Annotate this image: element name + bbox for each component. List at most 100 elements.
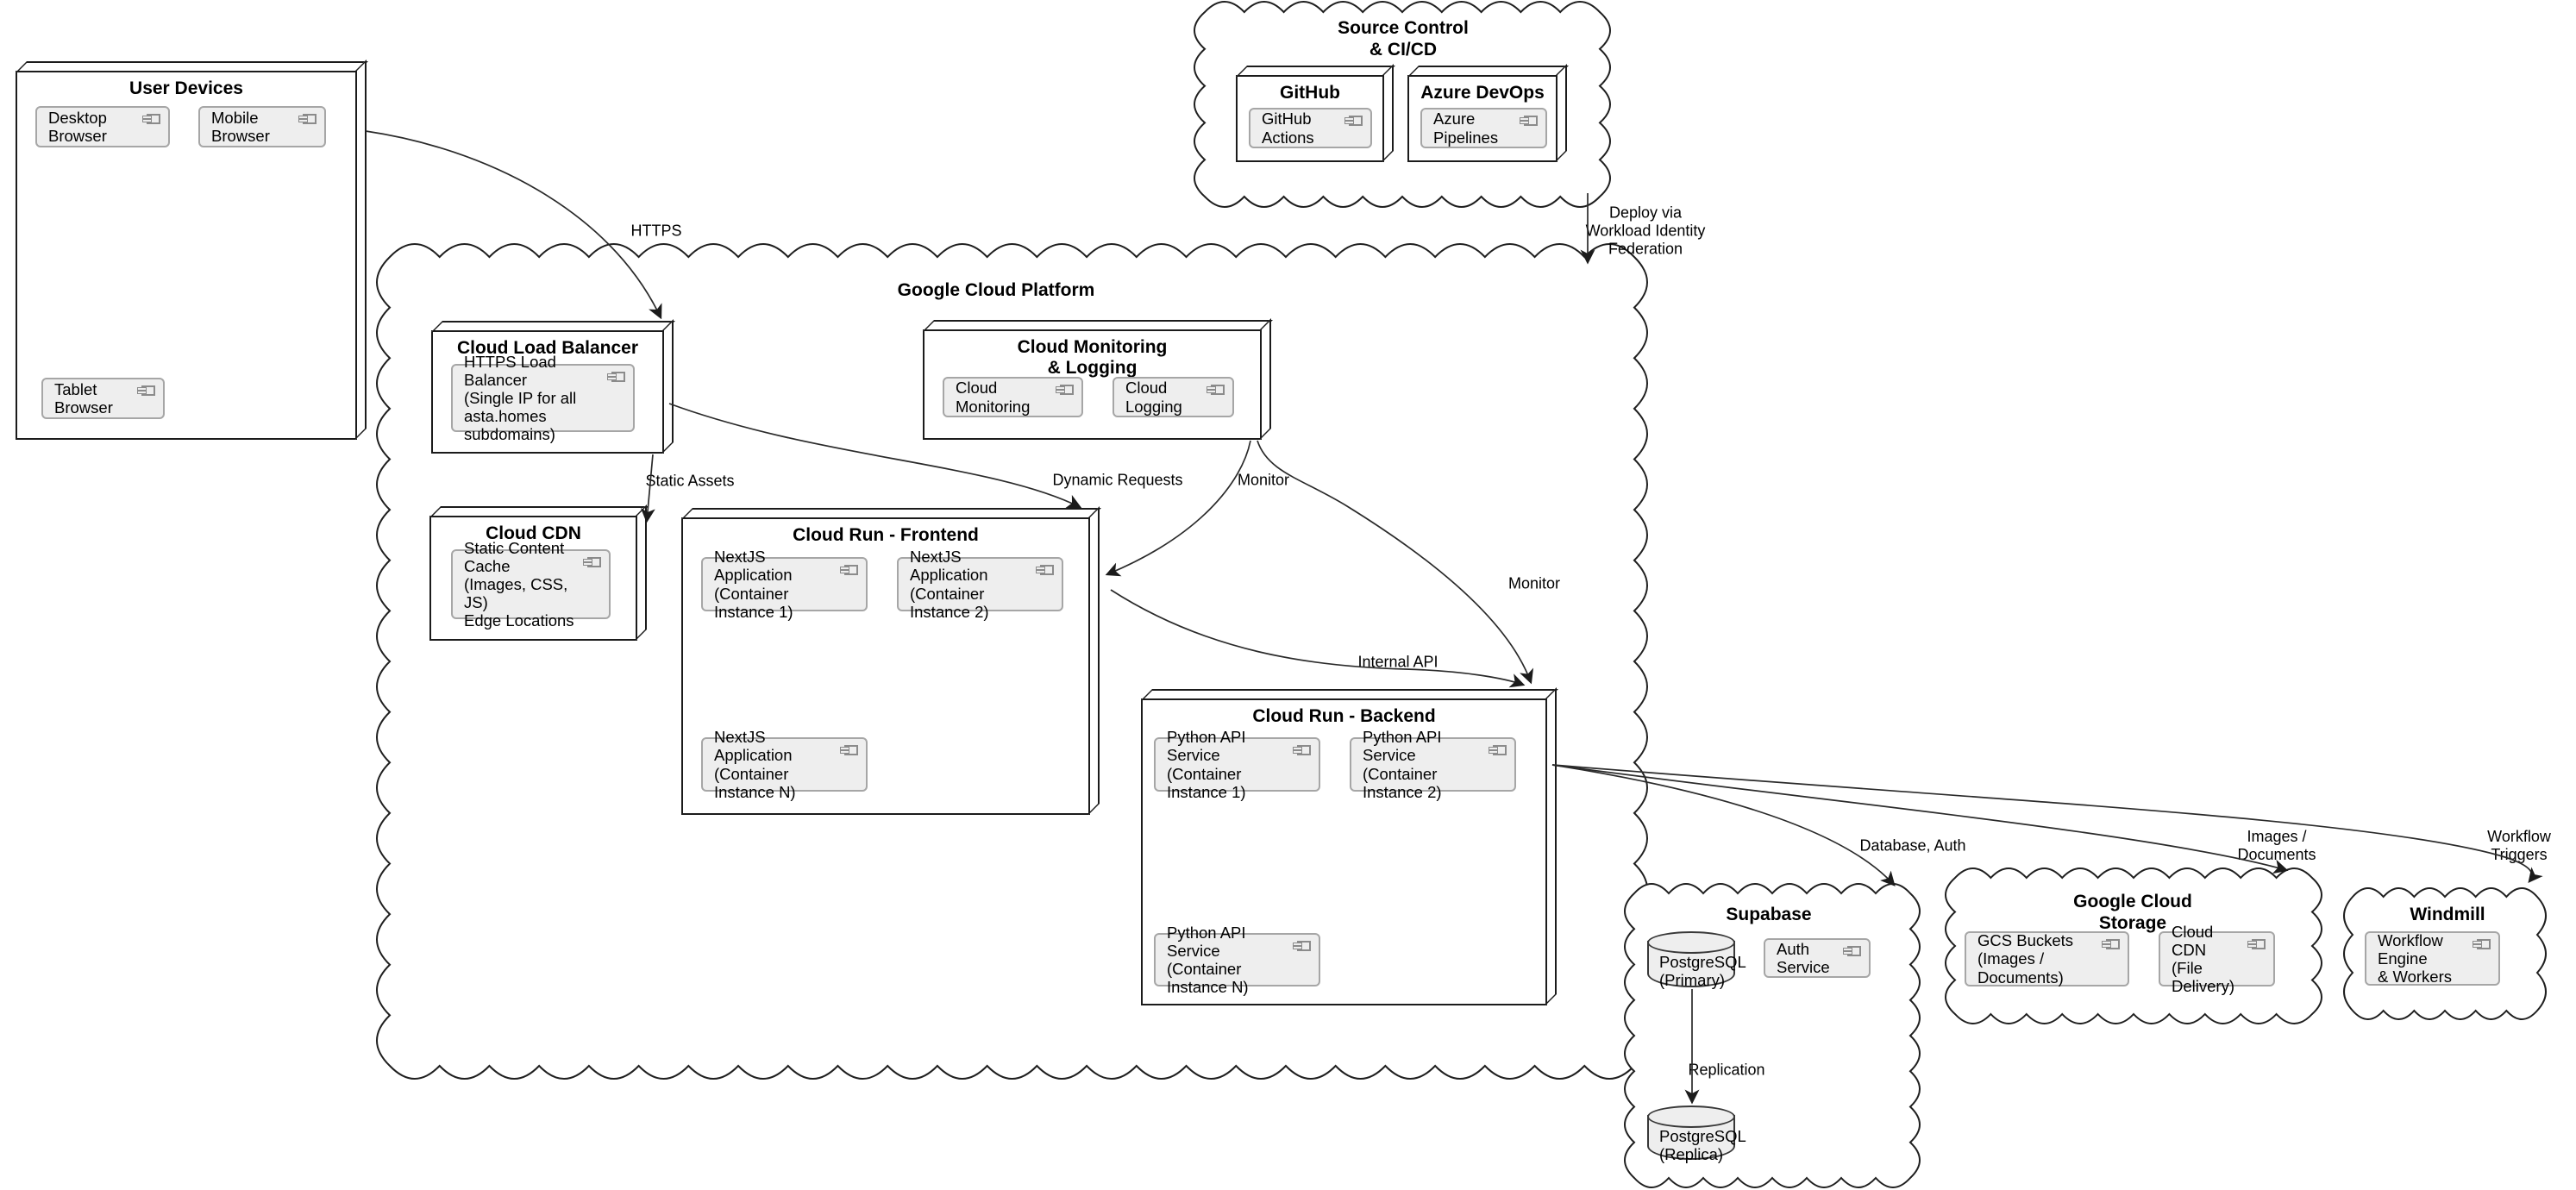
- edge-label-monitor-frontend: Monitor: [1237, 471, 1290, 489]
- component-nextjs-instance-1: NextJS Application (Container Instance 1…: [701, 548, 868, 621]
- gcs-cloud-title: Google Cloud Storage: [2073, 892, 2192, 934]
- edge-label-database-auth: Database, Auth: [1859, 836, 1966, 855]
- source-control-cloud-title: Source Control & CI/CD: [1338, 18, 1469, 60]
- component-label: Cloud Logging: [1125, 379, 1182, 416]
- supabase-cloud-title: Supabase: [1726, 905, 1812, 924]
- component-nextjs-instance-n: NextJS Application (Container Instance N…: [701, 728, 868, 801]
- component-icon: [607, 372, 625, 382]
- component-icon: [137, 385, 155, 396]
- component-icon: [583, 557, 601, 567]
- component-cloud-cdn-file-delivery: Cloud CDN (File Delivery): [2159, 923, 2275, 995]
- component-icon: [1293, 745, 1311, 755]
- component-github-actions: GitHub Actions: [1249, 108, 1372, 148]
- node-3d-top-face: [681, 508, 1101, 519]
- component-label: Cloud CDN (File Delivery): [2172, 922, 2234, 996]
- component-icon: [2247, 939, 2266, 949]
- gcp-cloud-title: Google Cloud Platform: [897, 280, 1095, 300]
- component-label: Python API Service (Container Instance 2…: [1363, 728, 1442, 801]
- node-title-cloud-cdn: Cloud CDN: [486, 523, 581, 543]
- component-cloud-logging: Cloud Logging: [1113, 377, 1234, 417]
- edge-label-deploy-wif: Deploy via Workload Identity Federation: [1585, 204, 1706, 258]
- component-icon: [1843, 946, 1861, 956]
- edge-label-static-assets: Static Assets: [645, 472, 735, 490]
- component-python-api-instance-2: Python API Service (Container Instance 2…: [1350, 728, 1516, 801]
- node-3d-right-face: [662, 319, 674, 454]
- component-cloud-monitoring: Cloud Monitoring: [943, 377, 1083, 417]
- node-3d-right-face: [1088, 506, 1100, 815]
- edge-label-images-documents: Images / Documents: [2237, 828, 2316, 863]
- component-nextjs-instance-2: NextJS Application (Container Instance 2…: [897, 548, 1063, 621]
- node-3d-top-face: [1407, 66, 1569, 77]
- component-label: Cloud Monitoring: [956, 379, 1031, 416]
- node-3d-right-face: [1382, 64, 1394, 162]
- node-3d-right-face: [1260, 318, 1271, 440]
- component-icon: [1489, 745, 1507, 755]
- component-icon: [1056, 385, 1074, 395]
- node-3d-top-face: [1141, 689, 1558, 700]
- component-icon: [2102, 939, 2120, 949]
- edge-label-internal-api: Internal API: [1357, 653, 1438, 671]
- node-3d-top-face: [1236, 66, 1395, 77]
- component-auth-service: Auth Service: [1764, 938, 1871, 978]
- component-desktop-browser: Desktop Browser: [35, 106, 170, 147]
- component-gcs-buckets: GCS Buckets (Images / Documents): [1965, 931, 2129, 986]
- component-static-content-cache: Static Content Cache (Images, CSS, JS) E…: [451, 539, 611, 629]
- node-3d-right-face: [1545, 687, 1557, 1005]
- component-icon: [1207, 385, 1225, 395]
- component-workflow-engine: Workflow Engine & Workers: [2365, 931, 2500, 986]
- component-label: Azure Pipelines: [1433, 110, 1499, 147]
- component-label: Mobile Browser: [211, 108, 270, 145]
- component-label: NextJS Application (Container Instance 1…: [714, 548, 793, 621]
- component-azure-pipelines: Azure Pipelines: [1420, 108, 1547, 148]
- component-icon: [142, 114, 160, 124]
- component-tablet-browser: Tablet Browser: [41, 378, 165, 419]
- component-label: Tablet Browser: [54, 379, 113, 416]
- node-title-cloud-run-backend: Cloud Run - Backend: [1252, 706, 1436, 726]
- node-title-cloud-monitoring-logging: Cloud Monitoring & Logging: [1017, 337, 1168, 379]
- node-3d-top-face: [429, 506, 649, 517]
- component-label: NextJS Application (Container Instance N…: [714, 728, 796, 801]
- component-https-load-balancer: HTTPS Load Balancer (Single IP for all a…: [451, 353, 635, 443]
- component-icon: [1293, 941, 1311, 951]
- component-icon: [840, 565, 858, 575]
- node-title-azure-devops: Azure DevOps: [1420, 83, 1545, 103]
- edge-label-monitor-backend: Monitor: [1507, 574, 1561, 592]
- windmill-cloud-title: Windmill: [2410, 905, 2485, 924]
- component-label: HTTPS Load Balancer (Single IP for all a…: [464, 352, 577, 444]
- node-3d-top-face: [431, 321, 675, 332]
- database-postgresql-primary: PostgreSQL (Primary): [1647, 931, 1746, 989]
- component-icon: [1344, 116, 1363, 126]
- component-label: Python API Service (Container Instance 1…: [1167, 728, 1246, 801]
- component-icon: [840, 745, 858, 755]
- database-label: PostgreSQL (Replica): [1659, 1127, 1746, 1164]
- component-label: Static Content Cache (Images, CSS, JS) E…: [464, 538, 574, 630]
- component-label: NextJS Application (Container Instance 2…: [910, 548, 989, 621]
- component-label: Auth Service: [1777, 939, 1830, 976]
- component-label: Python API Service (Container Instance N…: [1167, 923, 1249, 997]
- node-title-cloud-load-balancer: Cloud Load Balancer: [456, 338, 639, 358]
- component-icon: [1520, 116, 1538, 126]
- node-3d-top-face: [16, 61, 368, 72]
- component-icon: [298, 114, 317, 124]
- node-title-cloud-run-frontend: Cloud Run - Frontend: [793, 525, 979, 545]
- edge-label-https: HTTPS: [630, 222, 682, 240]
- node-title-github: GitHub: [1280, 83, 1340, 103]
- edge-label-replication: Replication: [1688, 1061, 1765, 1079]
- component-python-api-instance-n: Python API Service (Container Instance N…: [1154, 924, 1320, 996]
- component-mobile-browser: Mobile Browser: [198, 106, 326, 147]
- node-3d-right-face: [636, 504, 647, 641]
- component-label: Workflow Engine & Workers: [2378, 930, 2453, 986]
- component-python-api-instance-1: Python API Service (Container Instance 1…: [1154, 728, 1320, 801]
- node-3d-right-face: [355, 60, 367, 440]
- component-icon: [1036, 565, 1054, 575]
- node-title-user-devices: User Devices: [129, 78, 243, 98]
- edge-label-dynamic-requests: Dynamic Requests: [1052, 471, 1183, 489]
- component-icon: [2473, 939, 2491, 949]
- database-postgresql-replica: PostgreSQL (Replica): [1647, 1105, 1746, 1164]
- edge-label-workflow-triggers: Workflow Triggers: [2487, 828, 2551, 863]
- node-3d-right-face: [1556, 64, 1567, 162]
- node-3d-top-face: [923, 320, 1273, 331]
- component-label: Desktop Browser: [48, 108, 107, 145]
